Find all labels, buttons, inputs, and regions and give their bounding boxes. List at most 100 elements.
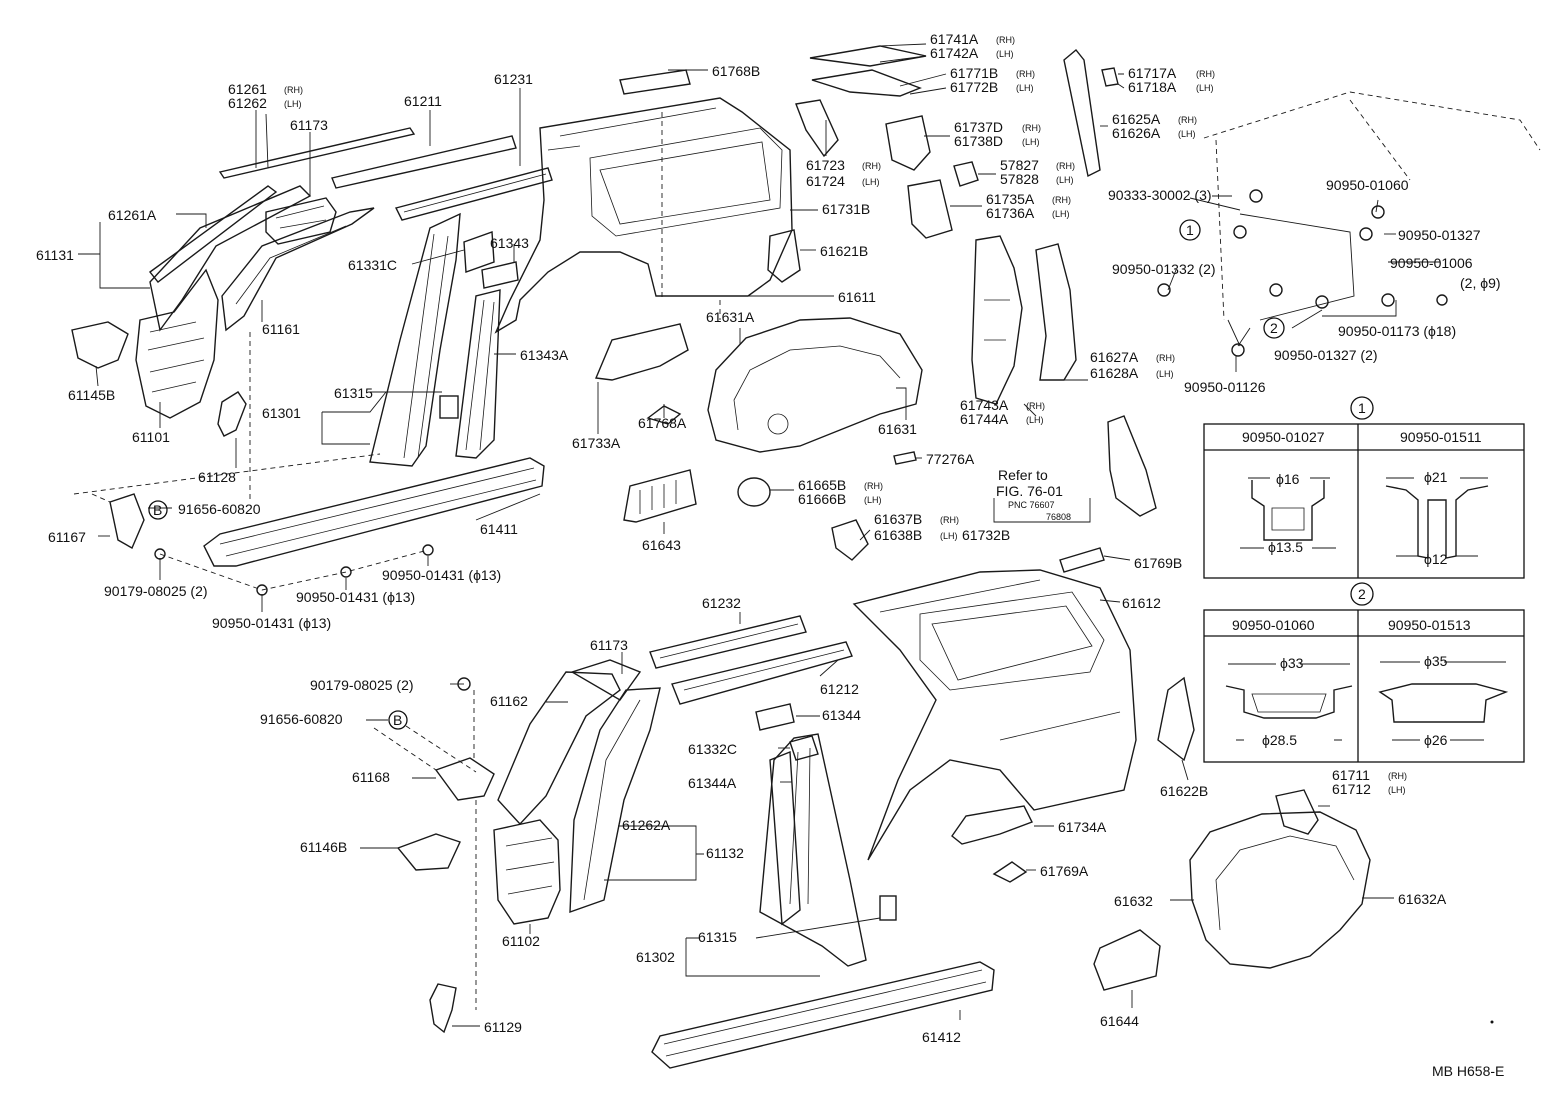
label-61261a: 61261A [108,207,157,223]
svg-text:(LH): (LH) [284,99,302,109]
plug-90950-b [340,566,352,578]
rocker-61411 [203,457,545,567]
table1-marker [1350,396,1374,420]
table1-c1-bot: ϕ13.5 [1268,539,1303,555]
marker-1-ref [1179,219,1201,241]
bracket-61769b [1059,547,1105,573]
label-61717a: 61717A [1128,65,1177,81]
quarter-outer-61612 [852,569,1137,861]
label-61162: 61162 [490,693,528,709]
label-61128: 61128 [198,469,236,485]
bracket-61734a [951,805,1033,845]
clip-77276a [893,451,917,465]
label-61743a: 61743A [960,397,1009,413]
svg-text:(RH): (RH) [1022,123,1041,133]
clip-table-2: 2 90950-01060 90950-01513 ϕ33 ϕ28.5 ϕ35 … [1203,582,1525,763]
table1-c1-top: ϕ16 [1276,471,1300,487]
part-labels: 61261 (RH) 61262 (LH) 61211 61231 61768B… [36,31,1504,1079]
svg-text:(LH): (LH) [1026,415,1044,425]
bracket-61145b [71,321,129,369]
bracket-61343 [481,261,519,289]
label-90950-01431-a: 90950-01431 (ϕ13) [212,615,331,631]
svg-text:(RH): (RH) [862,161,881,171]
bracket-61621b [767,229,801,283]
svg-text:(RH): (RH) [1178,115,1197,125]
table1-col2: 90950-01511 [1400,429,1482,445]
pillar-strip-61261a [148,185,278,283]
label-91656-upper: 91656-60820 [178,501,261,517]
bracket-61332c [789,735,819,761]
marker-b-upper-text: B [153,502,162,518]
label-61741a: 61741A [930,31,979,47]
label-90333: 90333-30002 (3) [1108,187,1212,203]
svg-text:(RH): (RH) [996,35,1015,45]
label-61733a: 61733A [572,435,621,451]
roof-rail-61211 [331,135,517,189]
svg-text:(LH): (LH) [996,49,1014,59]
clip-61717a [1101,67,1119,87]
label-91656-lower: 91656-60820 [260,711,343,727]
label-2-phi9: (2, ϕ9) [1460,275,1501,291]
wheelhouse-61631a [707,317,923,453]
label-61731b: 61731B [822,201,870,217]
refer-line4: 76808 [1046,512,1071,522]
rail-61232 [649,615,807,669]
svg-text:(LH): (LH) [1196,83,1214,93]
marker-b-lower-text: B [393,712,402,728]
label-61621b: 61621B [820,243,868,259]
bracket-61711 [1275,789,1319,835]
label-61622b: 61622B [1160,783,1208,799]
hinge-pillar-61101 [135,268,219,419]
label-61343: 61343 [490,235,529,251]
leader-lines [73,43,1440,1027]
label-90179-upper: 90179-08025 (2) [104,583,208,599]
bracket-61168 [434,757,495,801]
label-61262a: 61262A [622,817,671,833]
table2-c1-bot: ϕ28.5 [1262,732,1297,748]
label-61611: 61611 [838,289,876,305]
label-61737d: 61737D [954,119,1003,135]
label-90950-01327-b: 90950-01327 (2) [1274,347,1378,363]
bracket-61768a [646,405,682,425]
svg-text:(RH): (RH) [1196,69,1215,79]
roof-rail-61261 [218,127,416,179]
label-61665b: 61665B [798,477,846,493]
panel-61643 [623,469,697,523]
rail-61212 [671,641,853,705]
svg-text:(RH): (RH) [1388,771,1407,781]
svg-text:(RH): (RH) [864,481,883,491]
bracket-61637b [831,519,869,561]
label-90950-01126: 90950-01126 [1184,379,1266,395]
diagram-id: MB H658-E [1432,1063,1504,1079]
label-61772b: 61772B [950,79,998,95]
bracket-61769a [992,861,1028,883]
label-90950-01431-b: 90950-01431 (ϕ13) [296,589,415,605]
label-90179-lower: 90179-08025 (2) [310,677,414,693]
marker-b-upper [148,500,168,520]
bracket-61129 [429,983,457,1034]
bracket-61622b [1157,676,1195,762]
rocker-61412 [651,961,995,1069]
svg-text:(RH): (RH) [284,85,303,95]
label-61711: 61711 [1332,767,1370,783]
label-61132: 61132 [706,845,744,861]
label-61769a: 61769A [1040,863,1089,879]
table1-marker-text: 1 [1358,400,1366,416]
svg-text:(LH): (LH) [862,177,880,187]
label-90950-01060: 90950-01060 [1326,177,1409,193]
label-61101: 61101 [132,429,170,445]
bracket-61723 [795,99,839,158]
pillar-61627a [1035,243,1077,381]
pillar-61344a [769,750,801,926]
marker-b-lower [388,710,408,730]
label-61712: 61712 [1332,781,1371,797]
label-61769b: 61769B [1134,555,1182,571]
label-61625a: 61625A [1112,111,1161,127]
svg-text:(LH): (LH) [1156,369,1174,379]
pillar-61743a [971,235,1023,405]
label-61302: 61302 [636,949,675,965]
label-61212: 61212 [820,681,859,697]
bracket-61733a [594,323,689,381]
label-61734a: 61734A [1058,819,1107,835]
table2-marker [1350,582,1374,606]
